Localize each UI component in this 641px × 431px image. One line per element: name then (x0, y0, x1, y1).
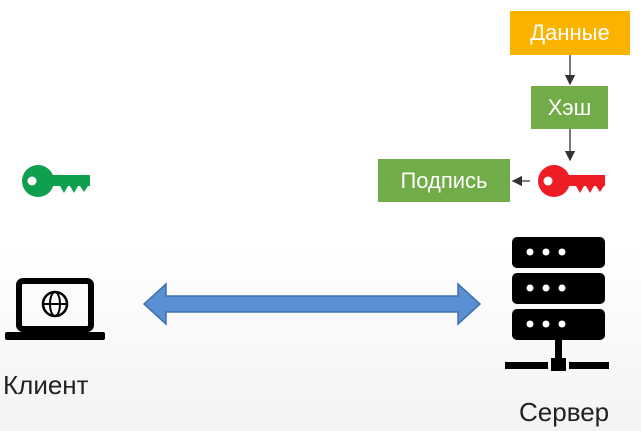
server-rack-icon (505, 237, 609, 371)
signature-box: Подпись (378, 159, 510, 202)
hash-box: Хэш (531, 86, 608, 129)
double-arrow-channel (142, 282, 482, 326)
data-box-label: Данные (530, 20, 610, 45)
server-label: Сервер (519, 397, 610, 427)
green-key-icon (22, 165, 90, 197)
red-key-icon (538, 165, 605, 197)
hash-box-label: Хэш (547, 94, 592, 120)
laptop-globe-icon (5, 278, 105, 340)
client-label: Клиент (3, 370, 89, 400)
signature-box-label: Подпись (400, 167, 488, 193)
data-box: Данные (510, 11, 630, 55)
